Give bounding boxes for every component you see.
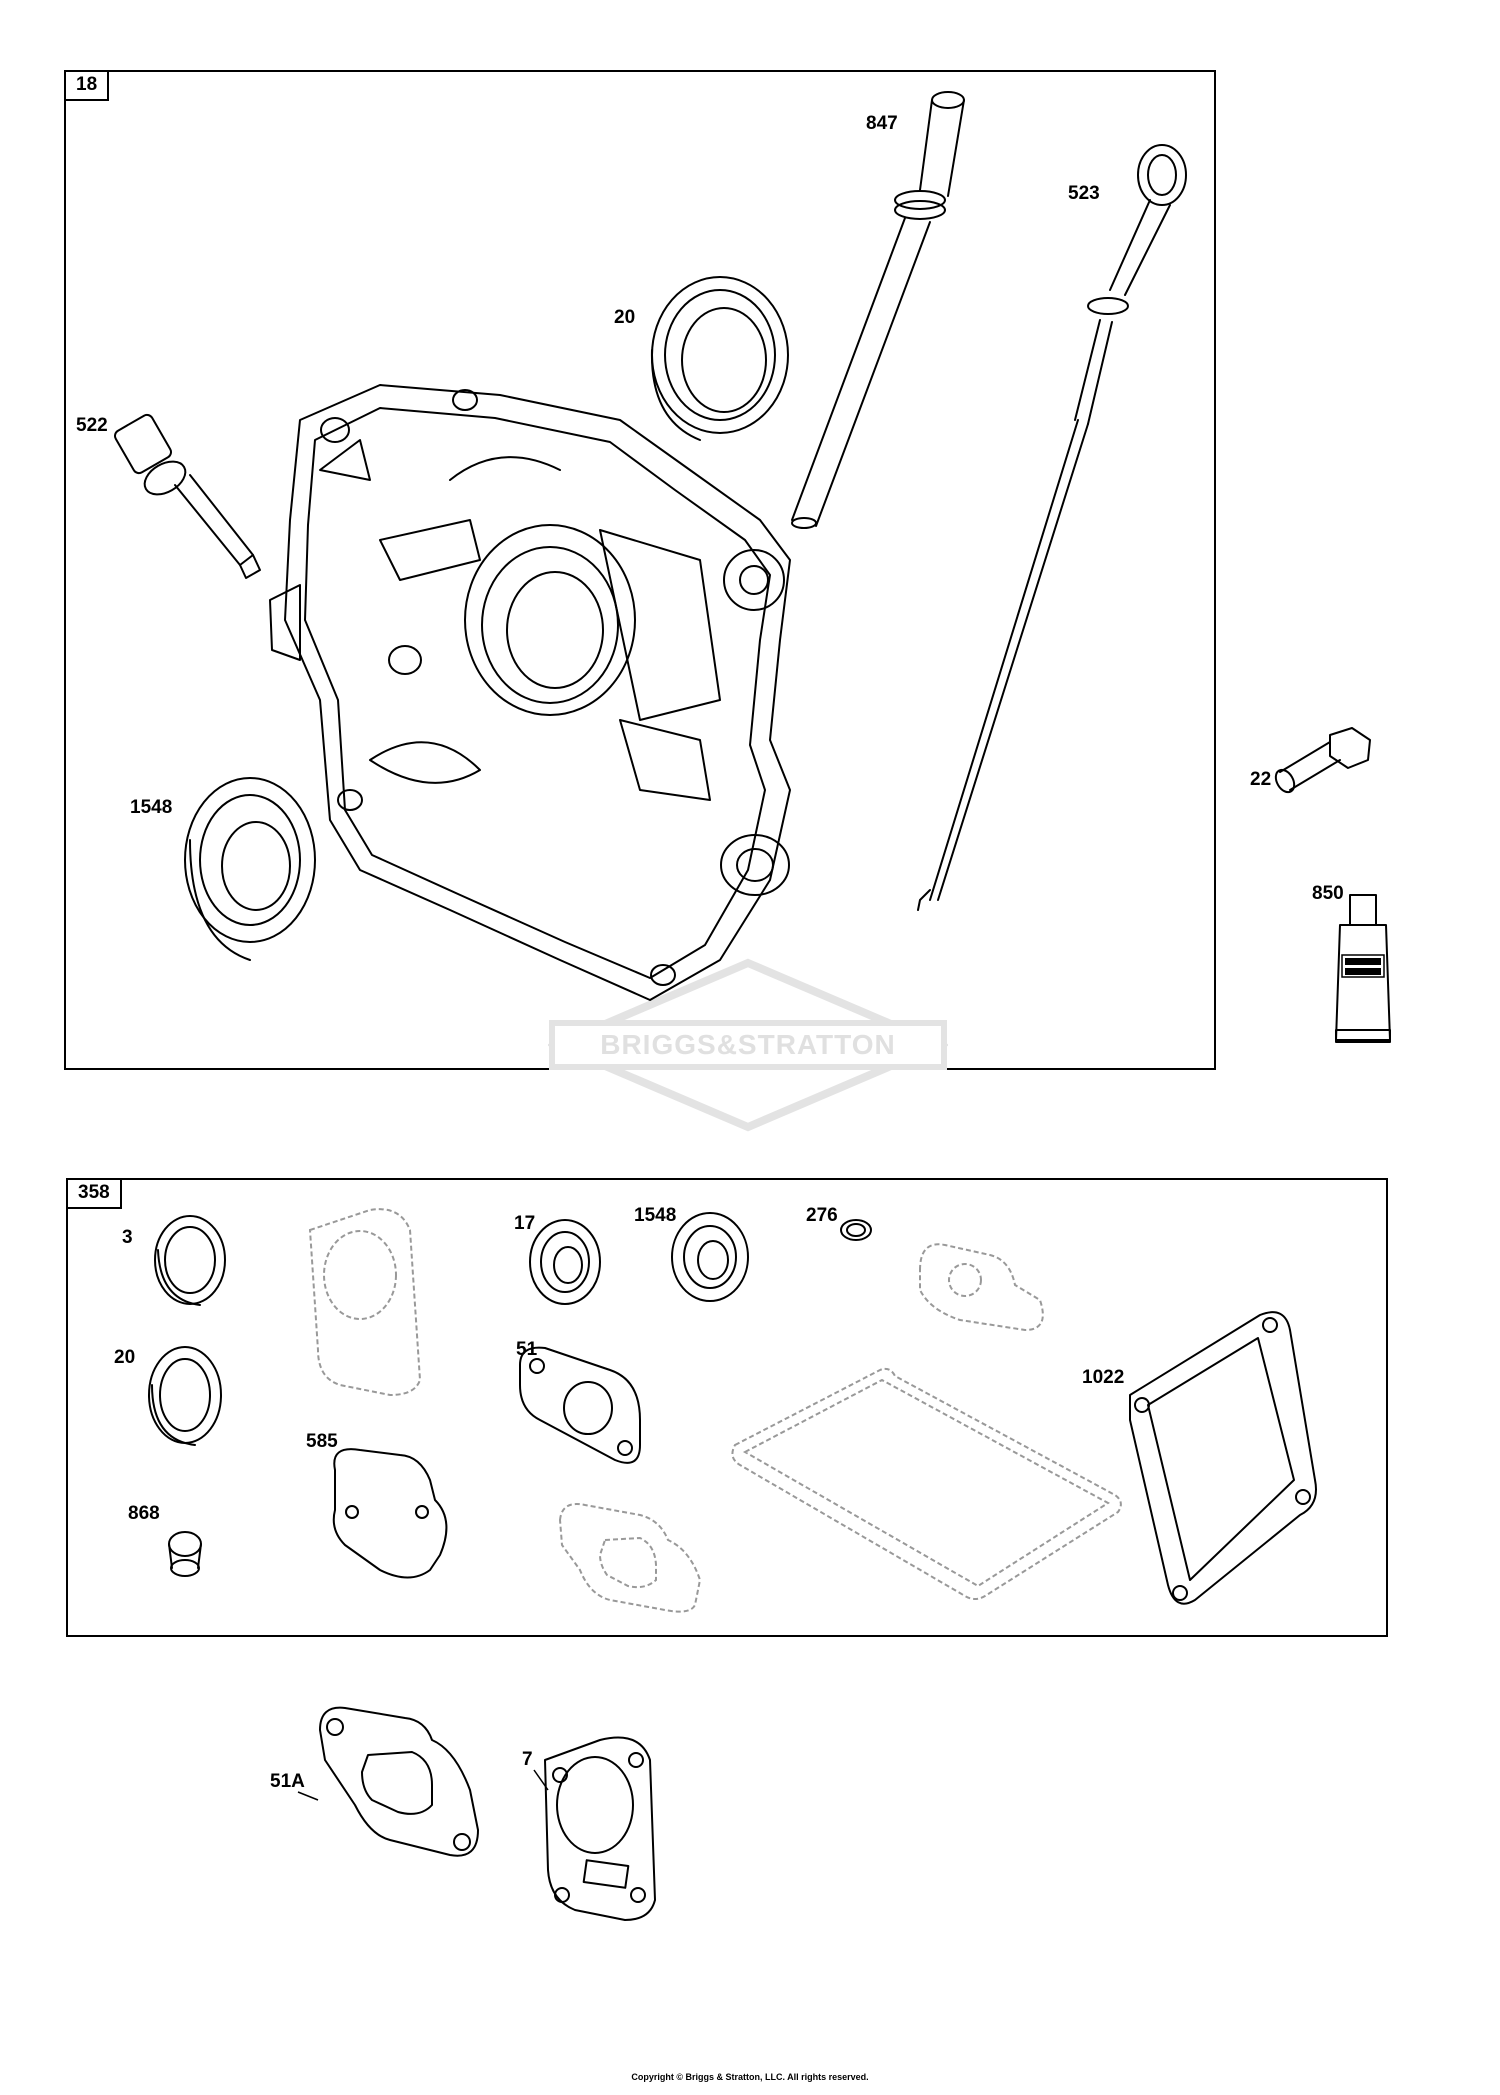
head-gasket-7-illustration (544, 1736, 656, 1921)
intake-gasket-phantom-illustration (919, 1243, 1044, 1332)
crankcase-cover-illustration (269, 384, 791, 1001)
callout-1548-kit: 1548 (634, 1205, 677, 1226)
gasket-1022-illustration (1129, 1311, 1317, 1605)
frame-gasket-kit-358: 358 (66, 1178, 1388, 1637)
exhaust-gasket-phantom-illustration (558, 1503, 702, 1613)
callout-20-kit: 20 (114, 1347, 136, 1368)
valve-seal-868-illustration (168, 1531, 202, 1577)
callout-51: 51 (516, 1339, 538, 1360)
callout-850: 850 (1312, 883, 1344, 904)
head-gasket-phantom-illustration (308, 1208, 422, 1397)
callout-585: 585 (306, 1431, 338, 1452)
callout-20-top: 20 (614, 307, 636, 328)
callout-847: 847 (866, 113, 898, 134)
callout-276: 276 (806, 1205, 838, 1226)
bearing-17-illustration (529, 1219, 601, 1305)
bearing-1548-kit-illustration (671, 1212, 749, 1302)
oil-seal-3-illustration (154, 1215, 226, 1306)
sealant-tube-label (1341, 954, 1385, 978)
gasket-51-illustration (519, 1346, 641, 1464)
bolt-illustration (1274, 727, 1371, 794)
gasket-51A-illustration (319, 1706, 479, 1857)
oil-sensor-illustration (114, 413, 261, 579)
sealant-tube-illustration (1335, 894, 1391, 1043)
callout-22: 22 (1250, 769, 1272, 790)
callout-1548-top: 1548 (130, 797, 173, 818)
callout-868: 868 (128, 1503, 160, 1524)
callout-3: 3 (122, 1227, 133, 1248)
callout-523: 523 (1068, 183, 1100, 204)
frame-tag-358: 358 (68, 1180, 122, 1209)
copyright-notice: Copyright © Briggs & Stratton, LLC. All … (631, 2072, 869, 2082)
svg-text:BRIGGS&STRATTON: BRIGGS&STRATTON (600, 1029, 896, 1060)
o-ring-276-illustration (840, 1219, 872, 1241)
callout-522: 522 (76, 415, 108, 436)
dipstick-tube-illustration (791, 91, 965, 529)
dipstick-illustration (917, 144, 1187, 911)
briggs-stratton-watermark: BRIGGS&STRATTON (548, 958, 948, 1132)
callout-7: 7 (522, 1749, 533, 1770)
frame-tag-18: 18 (66, 72, 110, 101)
gasket-585-illustration (332, 1448, 448, 1579)
ball-bearing-top-illustration (184, 777, 316, 961)
callout-1022: 1022 (1082, 1367, 1125, 1388)
oil-seal-top-illustration (650, 276, 789, 441)
callout-17: 17 (514, 1213, 536, 1234)
rocker-cover-gasket-phantom-illustration (731, 1367, 1122, 1600)
callout-51A: 51A (270, 1771, 305, 1792)
oil-seal-20-kit-illustration (148, 1346, 222, 1446)
